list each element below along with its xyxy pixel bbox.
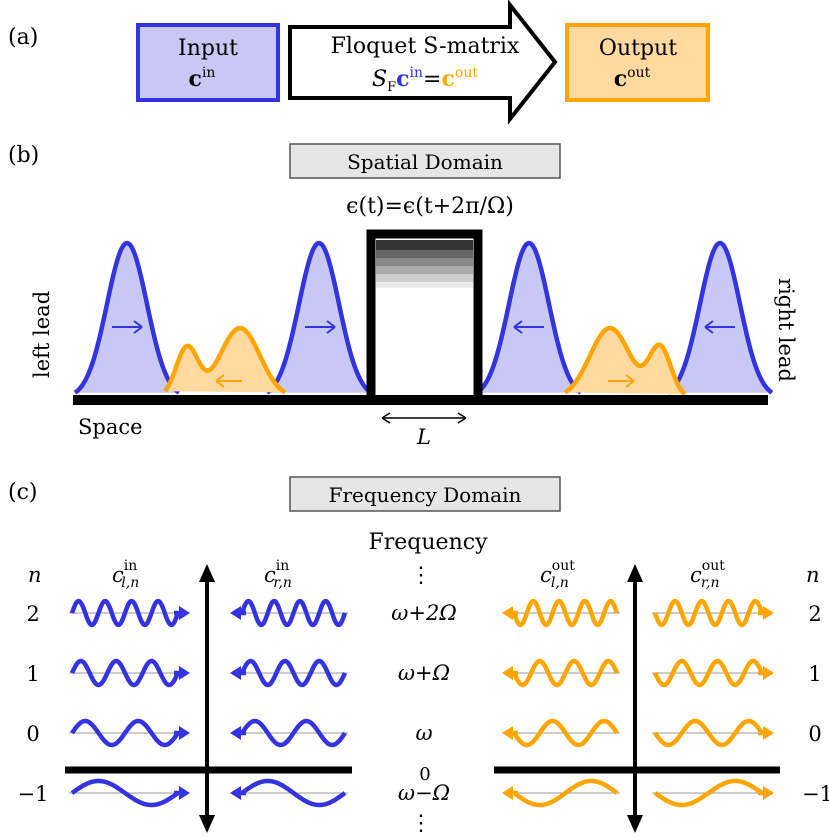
row-n-right: −1 [802, 782, 829, 806]
outgoing-wave-left [502, 598, 620, 628]
frequency-title: Frequency [369, 530, 489, 555]
wave-packets [73, 240, 774, 396]
incoming-pulse-right-2-fill [668, 243, 772, 393]
incoming-wave-right [230, 718, 348, 748]
left-lead-label: left lead [30, 291, 54, 378]
outgoing-wave-right [652, 778, 774, 808]
scatterer [366, 229, 483, 405]
incoming-pulse-left-1 [73, 240, 181, 395]
zero-mark: 0 [419, 764, 430, 785]
incoming-pulse-right-1-fill [477, 243, 581, 393]
frequency-dots-top: ⋮ [410, 563, 432, 588]
row-n-left: 1 [26, 662, 39, 686]
n-label-right: n [806, 563, 820, 587]
outgoing-wave-right [652, 598, 774, 628]
arrow-right-icon [112, 320, 143, 334]
outgoing-wave-left [502, 718, 620, 748]
arrow-right-icon [608, 374, 635, 388]
outgoing-wave-left [502, 658, 620, 688]
time-periodic-equation: ϵ(t)=ϵ(t+2π/Ω) [346, 194, 514, 219]
row-frequency-label: ω [415, 721, 432, 745]
incoming-pulse-right-1 [475, 240, 583, 395]
axis-left [199, 564, 215, 833]
outgoing-pulse-right [563, 325, 687, 396]
floquet-arrow: Floquet S-matrix SFcin=cout [288, 0, 558, 125]
row-n-left: −1 [18, 782, 49, 806]
row-frequency-label: ω+Ω [398, 661, 450, 685]
arrow-right-icon [305, 320, 336, 334]
row-frequency-label: ω+2Ω [391, 601, 457, 625]
panel-a-label: (a) [8, 25, 38, 50]
arrow-left-icon [215, 374, 242, 388]
incoming-wave-left [69, 598, 190, 628]
floquet-title: Floquet S-matrix [331, 34, 520, 59]
outgoing-pulse-left-fill [165, 328, 285, 393]
outgoing-pulse-left [163, 325, 287, 395]
svg-text:Spatial Domain: Spatial Domain [347, 150, 503, 174]
incoming-wave-left [69, 778, 190, 808]
incoming-pulse-left-1-fill [75, 243, 179, 393]
right-lead-label: right lead [774, 278, 798, 382]
outgoing-wave-left [502, 778, 620, 808]
outgoing-wave-right [652, 718, 774, 748]
incoming-wave-right [230, 778, 348, 808]
incoming-pulse-left-2-fill [267, 243, 371, 393]
length-indicator: L [381, 412, 467, 449]
row-n-right: 1 [808, 662, 821, 686]
spatial-domain-header: Spatial Domain [289, 143, 561, 179]
output-vector: cout [614, 65, 651, 92]
output-title: Output [599, 36, 677, 61]
row-n-left: 0 [26, 722, 39, 746]
row-n-right: 0 [808, 722, 821, 746]
row-n-right: 2 [808, 602, 821, 626]
input-vector: cin [189, 65, 216, 92]
floquet-equation: SFcin=cout [372, 65, 478, 95]
arrow-left-icon [704, 320, 735, 334]
input-title: Input [178, 36, 238, 61]
length-label: L [416, 425, 431, 449]
frequency-dots-bottom: ⋮ [410, 811, 432, 836]
axis-right [627, 564, 643, 833]
n-label-left: n [28, 563, 42, 587]
incoming-wave-left [69, 658, 190, 688]
output-box: Output cout [565, 23, 710, 102]
arrow-left-icon [513, 320, 544, 334]
incoming-pulse-left-2 [265, 240, 373, 395]
frequency-rows: 2 2 ω+2Ω 1 1 ω+Ω 0 0 ω −1 −1 ω−Ω [18, 598, 829, 808]
row-n-left: 2 [26, 602, 39, 626]
outgoing-wave-right [652, 658, 774, 688]
incoming-wave-right [230, 598, 348, 628]
panel-b-label: (b) [8, 143, 39, 168]
frequency-domain-header: Frequency Domain [289, 476, 561, 512]
input-box: Input cin [136, 23, 280, 102]
svg-text:Frequency Domain: Frequency Domain [329, 483, 522, 507]
panel-c-label: (c) [8, 480, 38, 505]
outgoing-pulse-right-fill [565, 328, 685, 395]
incoming-wave-right [230, 658, 348, 688]
space-label: Space [78, 415, 143, 439]
incoming-wave-left [69, 718, 190, 748]
row-frequency-label: ω−Ω [398, 781, 450, 805]
incoming-pulse-right-2 [666, 240, 774, 395]
